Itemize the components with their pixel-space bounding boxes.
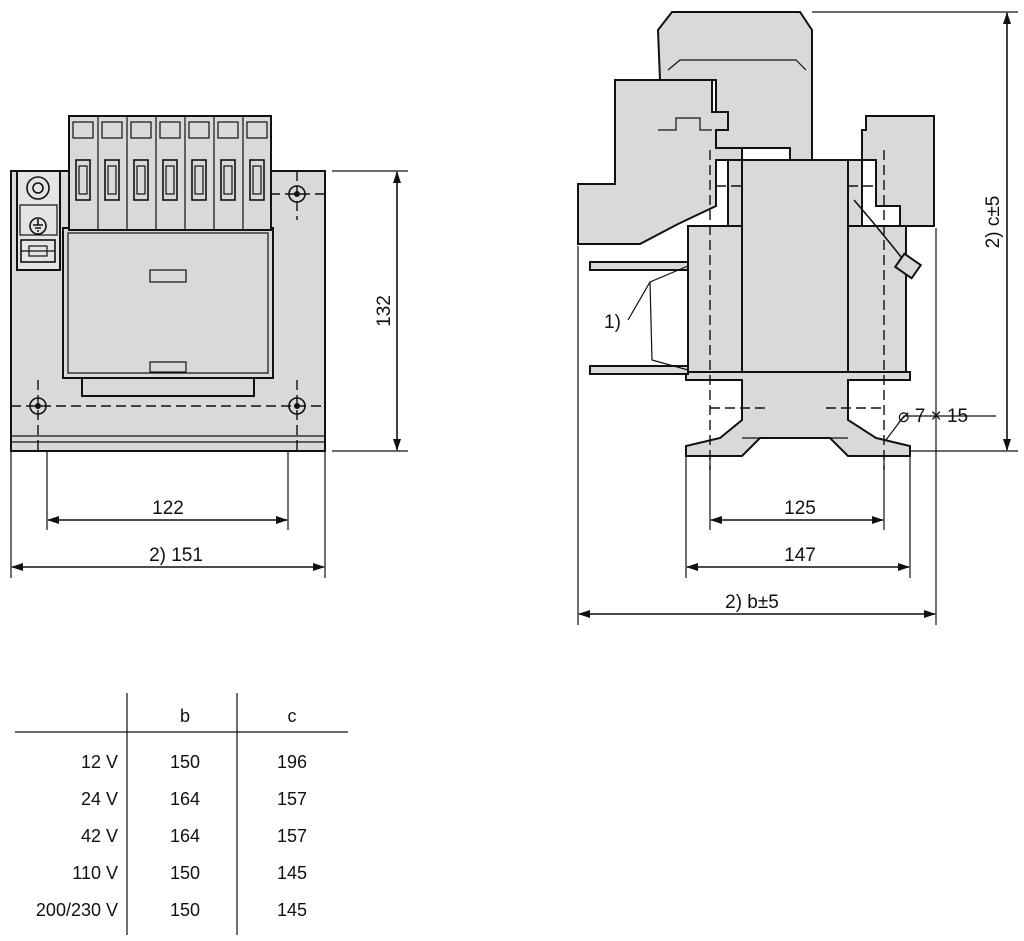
terminal-pin bbox=[589, 261, 689, 271]
table-cell-b: 150 bbox=[170, 863, 200, 883]
table-cell-b: 150 bbox=[170, 752, 200, 772]
front-height-label: 132 bbox=[374, 295, 395, 327]
table-cell-c: 157 bbox=[277, 789, 307, 809]
side-base-width-label: 147 bbox=[784, 545, 816, 566]
mounting-bracket bbox=[685, 371, 911, 457]
table-cell-voltage: 12 V bbox=[81, 752, 118, 772]
table-cell-c: 145 bbox=[277, 863, 307, 883]
front-view bbox=[10, 115, 326, 452]
table-cell-c: 157 bbox=[277, 826, 307, 846]
table-cell-b: 150 bbox=[170, 900, 200, 920]
table-row: 42 V 164 157 bbox=[81, 826, 307, 846]
ground-symbol-icon bbox=[29, 217, 47, 235]
table-cell-c: 145 bbox=[277, 900, 307, 920]
terminal-strip bbox=[68, 115, 272, 231]
callout-1-label: 1) bbox=[604, 312, 621, 333]
table-row: 110 V 150 145 bbox=[72, 863, 307, 883]
terminal-cover-front bbox=[577, 79, 743, 245]
table-header-c: c bbox=[288, 706, 297, 726]
table-cell-b: 164 bbox=[170, 789, 200, 809]
table-row: 12 V 150 196 bbox=[81, 752, 307, 772]
table-cell-voltage: 110 V bbox=[72, 863, 118, 883]
side-dimensions: 1) ⌀ 7 × 15 2) c±5 125 147 2) b±5 bbox=[577, 11, 1018, 625]
side-hole-spacing-label: 125 bbox=[784, 498, 816, 519]
coil-cover bbox=[62, 227, 274, 379]
table-cell-b: 164 bbox=[170, 826, 200, 846]
table-row: 24 V 164 157 bbox=[81, 789, 307, 809]
coil-right bbox=[847, 225, 907, 381]
terminal-cover-right bbox=[861, 115, 935, 227]
table-cell-voltage: 24 V bbox=[81, 789, 118, 809]
terminal-pin bbox=[589, 365, 689, 375]
dimension-table: b c 12 V 150 196 24 V 164 157 42 V 164 1… bbox=[15, 693, 348, 935]
table-cell-voltage: 200/230 V bbox=[36, 900, 118, 920]
front-hole-spacing-label: 122 bbox=[152, 498, 184, 519]
table-header-b: b bbox=[180, 706, 190, 726]
side-height-label: 2) c±5 bbox=[983, 196, 1004, 249]
table-cell-c: 196 bbox=[277, 752, 307, 772]
side-overall-width-label: 2) b±5 bbox=[725, 592, 779, 613]
front-width-label: 2) 151 bbox=[149, 545, 203, 566]
coil-left bbox=[687, 225, 743, 381]
table-row: 200/230 V 150 145 bbox=[36, 900, 307, 920]
slot-size-label: ⌀ 7 × 15 bbox=[898, 406, 968, 427]
side-view bbox=[577, 11, 935, 470]
front-dimensions: 132 122 2) 151 bbox=[10, 170, 408, 578]
table-cell-voltage: 42 V bbox=[81, 826, 118, 846]
